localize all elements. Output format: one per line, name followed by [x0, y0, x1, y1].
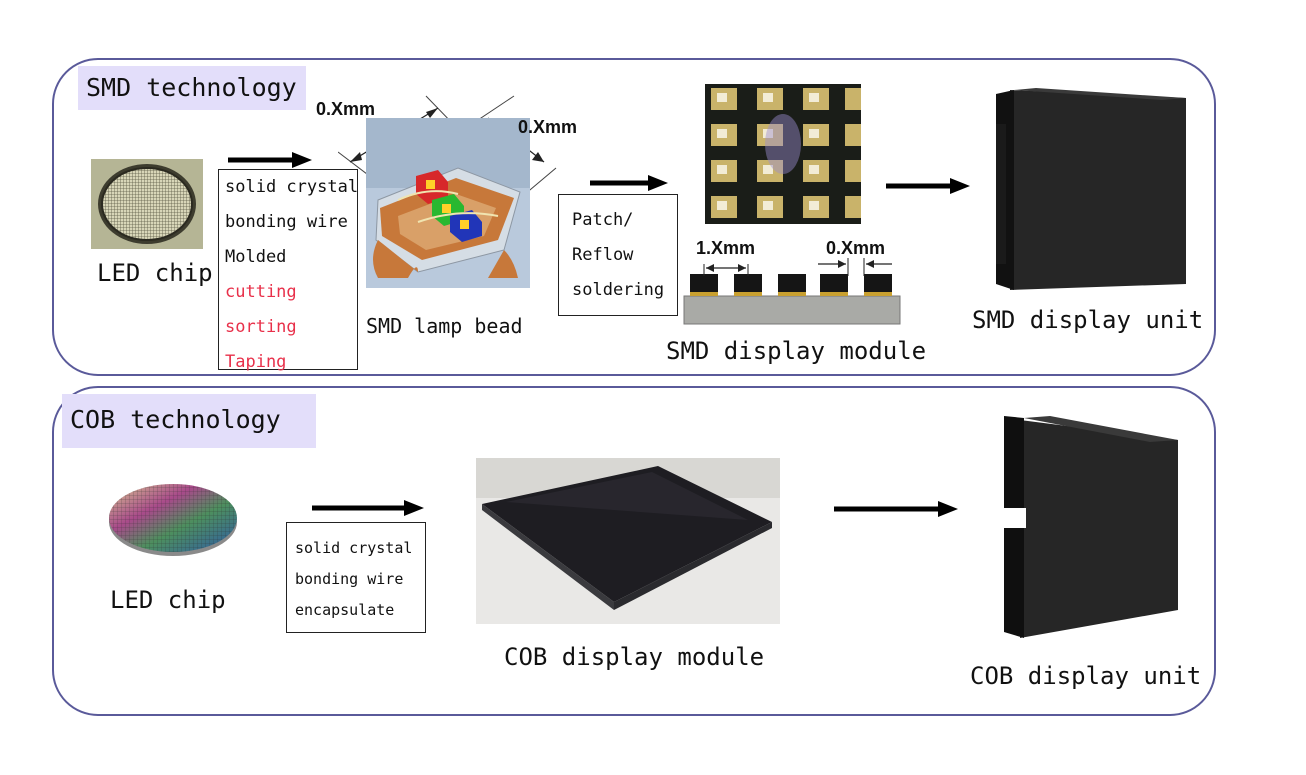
smd-display-unit-label: SMD display unit: [972, 306, 1204, 334]
smd-flow-arrow-1: [228, 152, 312, 168]
smd-lamp-dimension-depth: 0.Xmm: [518, 117, 578, 137]
cob-led-chip-image: [109, 484, 237, 556]
cob-flow-arrow-2: [834, 501, 958, 517]
smd-step-cutting: cutting: [225, 282, 297, 302]
smd-step-taping: Taping: [225, 352, 287, 372]
cob-step-solid-crystal: solid crystal: [295, 539, 413, 557]
cob-led-chip-label: LED chip: [110, 586, 226, 614]
cob-display-module-image: [476, 458, 780, 624]
smd-display-unit-image: [996, 88, 1186, 290]
smd-lamp-dimension-width: 0.Xmm: [316, 99, 376, 119]
smd-display-module-label: SMD display module: [666, 337, 927, 365]
smd-lamp-bead-image: [338, 95, 557, 288]
cob-display-unit-image: [1004, 416, 1178, 638]
smd-module-pitch-dimension: 1.Xmm: [696, 238, 756, 258]
smd-step-solid-crystal: solid crystal: [225, 177, 359, 197]
smd-step-reflow: Reflow: [572, 245, 634, 265]
smd-module-gap-dimension: 0.Xmm: [826, 238, 886, 258]
smd-patch-reflow-box: Patch/ Reflow soldering: [558, 194, 678, 316]
smd-process-steps-box: solid crystal bonding wire Molded cuttin…: [218, 169, 359, 372]
smd-flow-arrow-3: [886, 178, 970, 194]
smd-technology-title: SMD technology: [78, 66, 306, 110]
cob-technology-title: COB technology: [62, 394, 316, 448]
smd-led-chip-label: LED chip: [97, 259, 213, 287]
smd-module-closeup-image: [705, 84, 861, 224]
smd-module-cross-section: [683, 258, 901, 325]
smd-step-soldering: soldering: [572, 280, 665, 300]
smd-step-sorting: sorting: [225, 317, 297, 337]
cob-step-bonding-wire: bonding wire: [295, 570, 404, 588]
cob-flow-arrow-1: [312, 500, 424, 516]
cob-step-encapsulate: encapsulate: [295, 601, 395, 619]
smd-lamp-bead-label: SMD lamp bead: [366, 314, 523, 338]
smd-step-molded: Molded: [225, 247, 287, 267]
smd-flow-arrow-2: [590, 175, 668, 191]
smd-step-bonding-wire: bonding wire: [225, 212, 348, 232]
smd-led-chip-image: [91, 159, 203, 249]
cob-display-module-label: COB display module: [504, 643, 765, 671]
cob-process-steps-box: solid crystal bonding wire encapsulate: [286, 522, 426, 633]
smd-step-patch: Patch/: [572, 210, 634, 230]
cob-display-unit-label: COB display unit: [970, 662, 1202, 690]
